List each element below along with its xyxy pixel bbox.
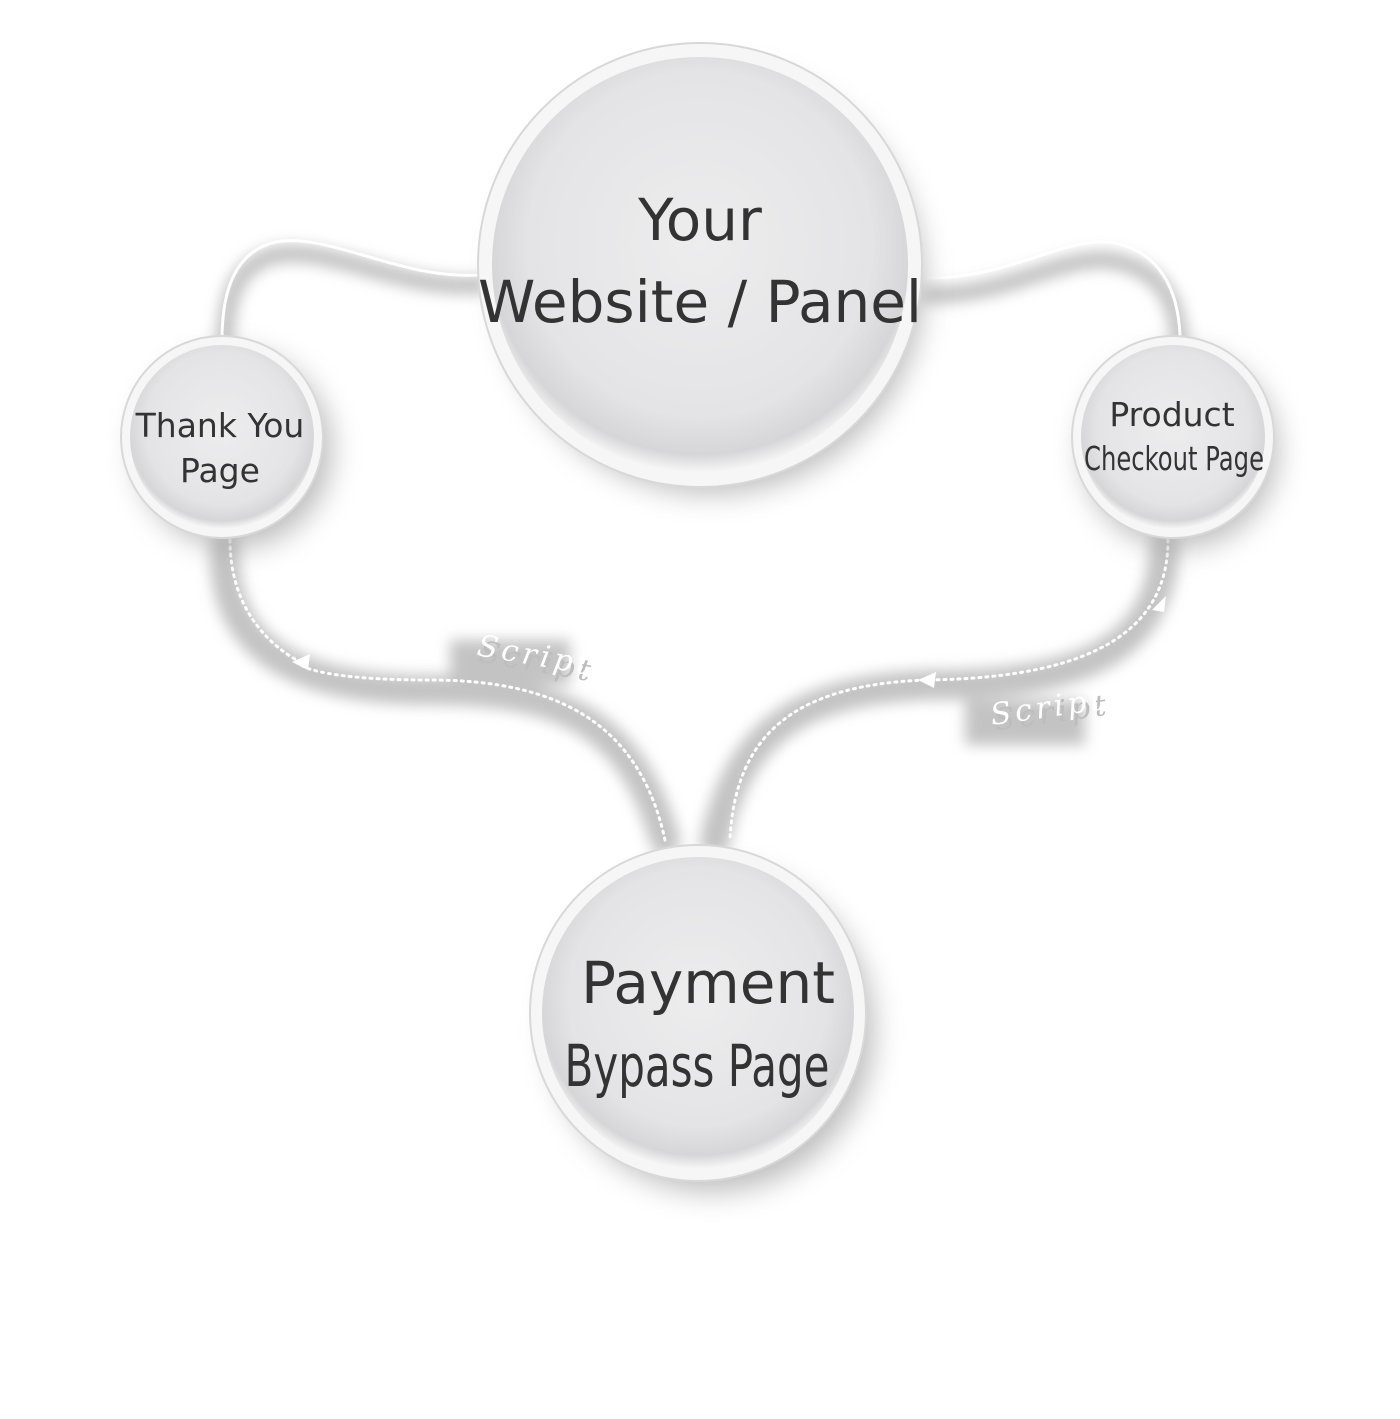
node-thank-you-page[interactable]: Thank You Page xyxy=(120,335,324,539)
thank-you-label-line2: Page xyxy=(180,451,260,490)
arrowheads xyxy=(292,596,1166,688)
connector-website-to-checkout xyxy=(926,240,1182,337)
arrow-head-payment-left xyxy=(918,672,936,688)
payment-label-line2: Bypass Page xyxy=(565,1032,830,1100)
node-product-checkout-page[interactable]: Product Checkout Page xyxy=(1071,335,1275,539)
node-website-panel[interactable]: Your Website / Panel xyxy=(477,42,923,488)
thank-you-label-line1: Thank You xyxy=(135,406,305,445)
connector-thank-you-to-payment xyxy=(296,660,667,842)
shadow-thank-you-to-payment xyxy=(209,530,680,855)
shadow-script-box-right xyxy=(965,700,1085,745)
checkout-label-line2: Checkout Page xyxy=(1084,439,1264,478)
connector-website-to-thank-you xyxy=(220,239,482,342)
arrow-head-checkout-down xyxy=(1152,596,1166,612)
shadow-script-box-left xyxy=(450,640,570,685)
connector-payment-to-checkout-branch xyxy=(228,538,302,664)
node-payment-bypass-page[interactable]: Payment Bypass Page xyxy=(529,844,867,1182)
shadow-website-to-checkout xyxy=(921,250,1189,354)
website-label-line1: Your xyxy=(637,186,762,254)
payment-label-line1: Payment xyxy=(581,949,835,1017)
shadow-website-to-thank-you xyxy=(216,244,489,359)
checkout-label-line1: Product xyxy=(1109,395,1234,434)
website-label-line2: Website / Panel xyxy=(478,268,922,336)
arrow-head-thank-you xyxy=(292,654,310,670)
